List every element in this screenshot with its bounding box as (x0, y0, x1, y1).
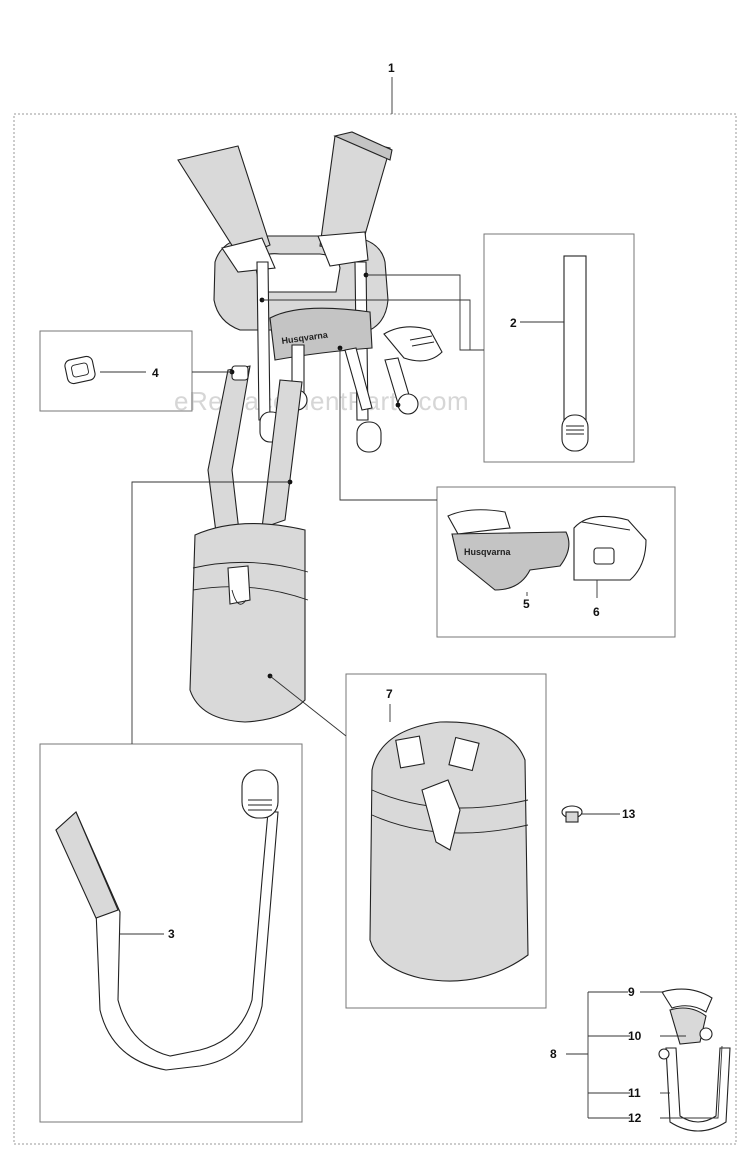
part-13-screw (561, 805, 583, 823)
callout-1: 1 (388, 61, 395, 75)
assembly-boundary (13, 113, 737, 1145)
callout-5: 5 (523, 597, 530, 611)
part-6-clip (573, 515, 647, 581)
callout-4: 4 (152, 366, 159, 380)
part-7-box (345, 673, 547, 1009)
hip-bag (189, 523, 309, 723)
callout-3: 3 (168, 927, 175, 941)
parts-5-6-box (436, 486, 676, 638)
callout-13: 13 (622, 807, 636, 821)
callout-12: 12 (628, 1111, 642, 1125)
callout-2: 2 (510, 316, 517, 330)
callout-6: 6 (593, 605, 600, 619)
svg-text:Husqvarna: Husqvarna (464, 547, 512, 557)
part-3-box (39, 743, 303, 1123)
part-5-chest-pad: Husqvarna (447, 509, 570, 591)
part-7-bag (369, 721, 529, 982)
watermark: eReplacementParts.com (174, 386, 469, 416)
part-2-box (483, 233, 635, 463)
callout-9: 9 (628, 985, 635, 999)
callout-8: 8 (550, 1047, 557, 1061)
callout-7: 7 (386, 687, 393, 701)
part-4-box (39, 330, 193, 412)
callout-11: 11 (628, 1086, 641, 1100)
callout-10: 10 (628, 1029, 642, 1043)
carabiner-assembly (658, 988, 731, 1132)
part-4-buckle (64, 355, 96, 385)
harness-assembly: Husqvarna (177, 131, 443, 556)
part-2-strap (561, 255, 589, 452)
part-3-hip-strap (55, 769, 279, 1071)
